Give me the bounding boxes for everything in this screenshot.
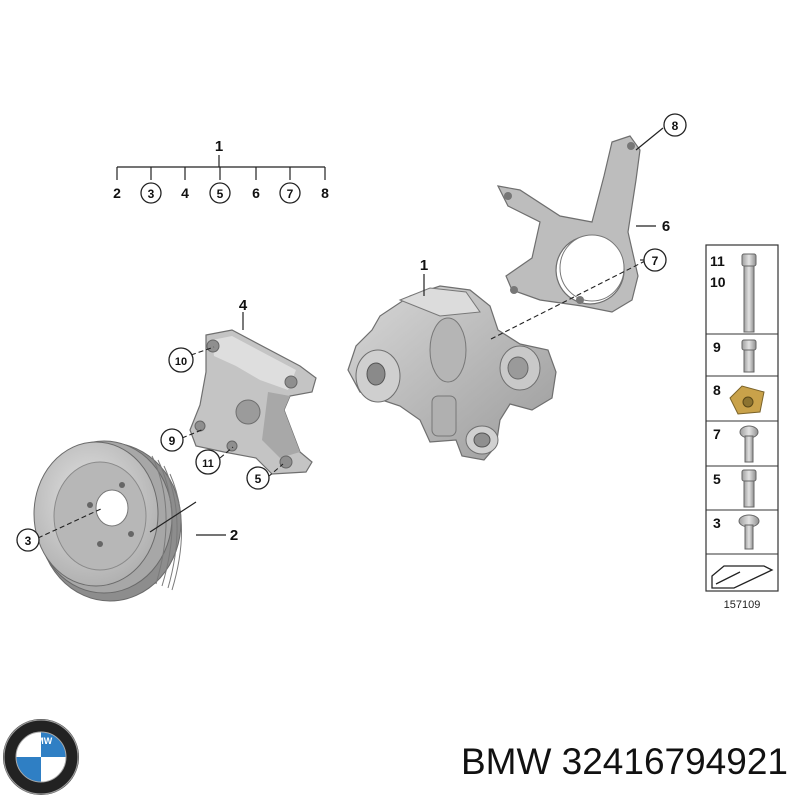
tree-child-label: 7: [287, 187, 294, 201]
legend-label-8: 8: [713, 382, 721, 398]
power-steering-pump-part: [347, 285, 557, 461]
legend-label-10: 10: [710, 274, 726, 290]
callout-bolt-9: 9: [169, 434, 176, 448]
tree-child-label: 2: [113, 185, 121, 201]
long-bolt-icon: [741, 253, 757, 333]
tree-parent-label: 1: [215, 138, 223, 155]
callout-pump: 1: [420, 257, 428, 274]
fastener-legend: 11 10 9 8 7 5 3: [705, 244, 779, 611]
legend-label-11: 11: [710, 253, 725, 269]
legend-label-7: 7: [713, 426, 721, 442]
callout-bracket-bolt: 5: [255, 472, 262, 486]
leader-lines: [37, 127, 664, 539]
support-bracket-part: [189, 329, 317, 475]
callout-bolt-10: 10: [175, 356, 187, 368]
tree-child-circle: [140, 182, 162, 204]
tree-child-label: 5: [217, 187, 224, 201]
callout-top-nut: 8: [672, 119, 679, 133]
tree-child-label: 8: [321, 185, 329, 201]
short-bolt-icon: [741, 339, 757, 373]
tree-child-label: 4: [181, 185, 189, 201]
torx-bolt-icon: [739, 425, 759, 463]
legend-label-3: 3: [713, 515, 721, 531]
tree-children: 2 3 4 5 6 7 8: [113, 167, 329, 204]
callout-holder: 6: [662, 218, 670, 235]
callout-holder-bolt: 7: [652, 254, 659, 268]
callout-pulley: 2: [230, 527, 238, 544]
callout-pulley-bolt: 3: [25, 534, 32, 548]
diagram-number: 157109: [724, 599, 761, 611]
bmw-logo: BMW: [3, 719, 79, 795]
holder-part: [496, 135, 641, 313]
legend-label-5: 5: [713, 471, 721, 487]
tree-child-circle: [209, 182, 231, 204]
callout-bracket: 4: [239, 297, 248, 314]
pulley-part: [33, 440, 182, 602]
clip-nut-icon: [729, 385, 765, 415]
part-number-caption: BMW 32416794921: [460, 741, 788, 782]
legend-label-9: 9: [713, 339, 721, 355]
callouts: 1 4 2 6 8 7 10 9 11 5 3: [16, 113, 687, 552]
direction-arrow-icon: [711, 565, 774, 589]
parts-tree: 1 2 3 4 5 6 7 8: [113, 138, 329, 204]
logo-lettering: BMW: [30, 736, 53, 746]
pan-head-bolt-icon: [738, 514, 760, 550]
tree-child-circle: [279, 182, 301, 204]
tree-child-label: 6: [252, 185, 260, 201]
callout-bolt-11: 11: [202, 458, 214, 470]
tree-child-label: 3: [148, 187, 155, 201]
flange-bolt-icon: [741, 469, 757, 508]
